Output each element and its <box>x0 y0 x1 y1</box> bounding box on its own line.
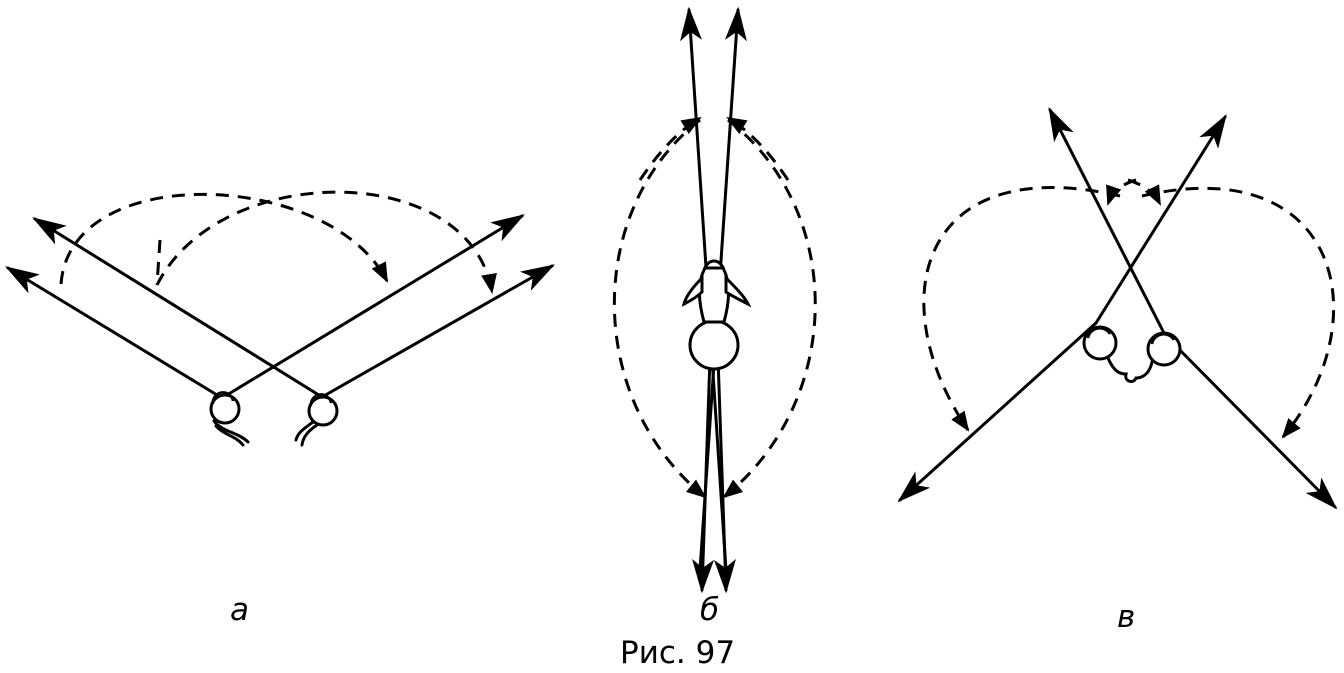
panel-v-right-eye-ray-down <box>1163 333 1338 510</box>
panel-b-right-field-top <box>726 116 790 181</box>
panel-v-right-eye-ray-up <box>1048 106 1167 337</box>
panel-b-left-field-top <box>638 116 702 181</box>
panel-b-label: б <box>700 592 720 628</box>
panel-a-right-eye-inner-ray <box>32 217 324 399</box>
panel-b-head-icon <box>681 259 752 371</box>
panel-a-left-eye-icon <box>209 391 250 447</box>
panel-v-right-field-arc <box>1141 186 1336 439</box>
panel-b-left-field-arc <box>612 118 707 499</box>
panel-v-left-field-top <box>1106 178 1137 206</box>
panel-a-label: а <box>230 592 249 628</box>
panel-v-right-field-top <box>1127 178 1162 206</box>
panel-v-eyes-icon <box>1082 325 1182 383</box>
panel-b-drawing <box>612 6 817 594</box>
panel-v-drawing <box>897 106 1338 510</box>
panel-b-right-field-arc <box>722 118 817 499</box>
figure-caption: Рис. 97 <box>620 635 736 671</box>
panel-a-left-eye-outer-ray <box>5 266 224 400</box>
panel-a-right-field-arc <box>155 190 497 294</box>
panel-a-right-eye-icon <box>294 393 339 447</box>
panel-a-right-eye-outer-ray <box>320 264 555 399</box>
panel-v-left-eye-ray-up <box>1094 114 1227 325</box>
panel-v-left-eye-ray-down <box>897 321 1098 503</box>
panel-v-label: в <box>1117 599 1136 635</box>
panel-v-left-field-arc <box>922 186 1121 432</box>
panel-a-drawing <box>5 190 555 447</box>
panel-a-left-field-arc <box>59 192 389 285</box>
panel-a-left-field-start <box>155 239 162 286</box>
